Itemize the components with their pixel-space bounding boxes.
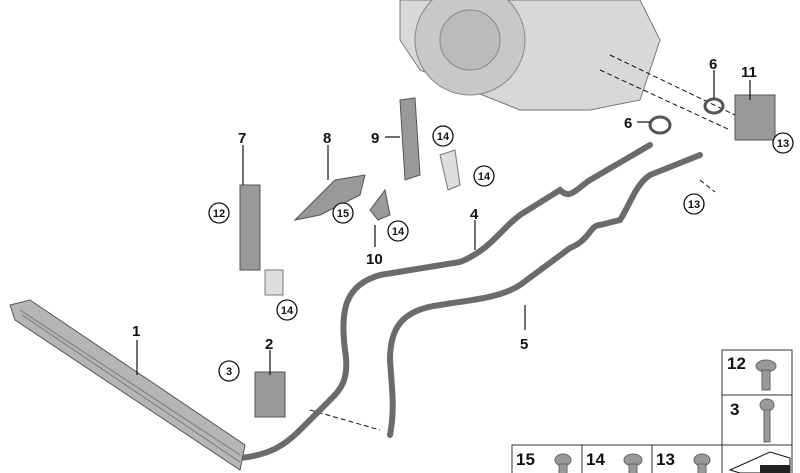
bolt-12-icon <box>755 359 777 391</box>
radiator <box>9 299 246 471</box>
label-15: 15 <box>337 208 349 220</box>
label-5: 5 <box>520 336 528 353</box>
bracket-2 <box>254 371 286 418</box>
label-11: 11 <box>741 64 757 81</box>
o-ring-6b <box>648 115 672 135</box>
table-cell-14: 14 <box>586 450 605 469</box>
table-cell-3: 3 <box>730 400 739 419</box>
label-8: 8 <box>323 130 331 147</box>
label-13a: 13 <box>777 138 789 150</box>
adapter-11 <box>734 94 776 141</box>
transmission <box>399 0 661 111</box>
label-3: 3 <box>226 366 232 378</box>
label-6a: 6 <box>709 56 717 73</box>
bracket-9 <box>399 97 421 181</box>
label-4: 4 <box>470 206 479 223</box>
label-9: 9 <box>371 130 379 147</box>
label-13b: 13 <box>688 199 700 211</box>
table-cell-13: 13 <box>656 450 675 469</box>
bolt-13-icon <box>693 453 711 473</box>
label-12: 12 <box>213 208 225 220</box>
label-14b: 14 <box>478 171 491 183</box>
label-14d: 14 <box>281 305 294 317</box>
table-cell-12: 12 <box>727 354 746 373</box>
callout-circles <box>208 125 794 382</box>
label-1: 1 <box>132 323 140 340</box>
callout-lines <box>136 70 751 375</box>
o-ring-6a <box>703 97 725 115</box>
clip-14 <box>264 269 284 296</box>
bolt-3-icon <box>759 398 775 443</box>
hoses <box>237 142 703 461</box>
label-14c: 14 <box>392 226 405 238</box>
label-6b: 6 <box>624 115 632 132</box>
table-cell-15: 15 <box>516 450 535 469</box>
bolt-14-icon <box>623 453 643 473</box>
bolt-15-icon <box>554 453 572 473</box>
bracket-10 <box>369 188 391 221</box>
label-14a: 14 <box>437 131 450 143</box>
hose-4 <box>237 142 653 461</box>
clip-14b <box>439 149 461 191</box>
hose-5 <box>386 152 703 438</box>
label-7: 7 <box>238 130 246 147</box>
bracket-8 <box>293 174 366 221</box>
label-2: 2 <box>265 336 273 353</box>
leader-lines <box>309 54 736 431</box>
label-10: 10 <box>366 251 383 268</box>
bracket-7 <box>239 184 261 271</box>
arrow-shadow <box>760 465 790 473</box>
parts-table: 12 3 15 14 13 <box>511 349 793 473</box>
